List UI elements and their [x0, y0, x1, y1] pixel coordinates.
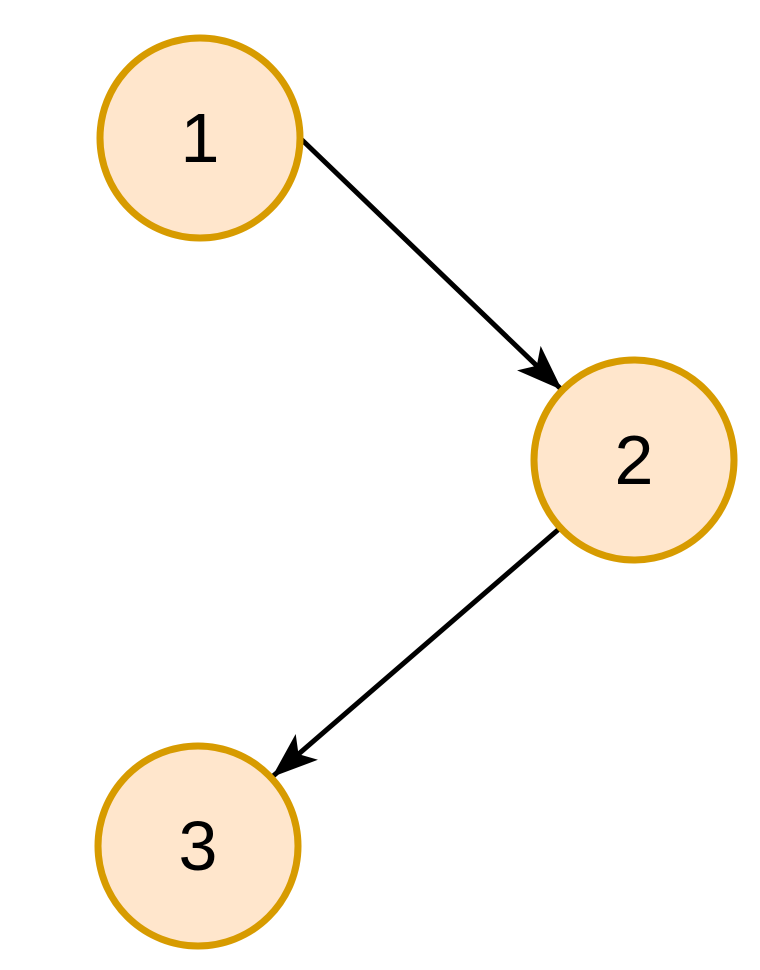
edge-1-to-2 — [298, 136, 564, 392]
node-circle-3 — [94, 742, 302, 950]
node-label-1: 1 — [181, 99, 220, 177]
node-circle-1 — [96, 34, 304, 242]
node-label-3: 3 — [179, 807, 218, 885]
node-label-2: 2 — [615, 421, 654, 499]
node-circle-2 — [530, 356, 738, 564]
edge-2-to-3 — [270, 527, 561, 779]
